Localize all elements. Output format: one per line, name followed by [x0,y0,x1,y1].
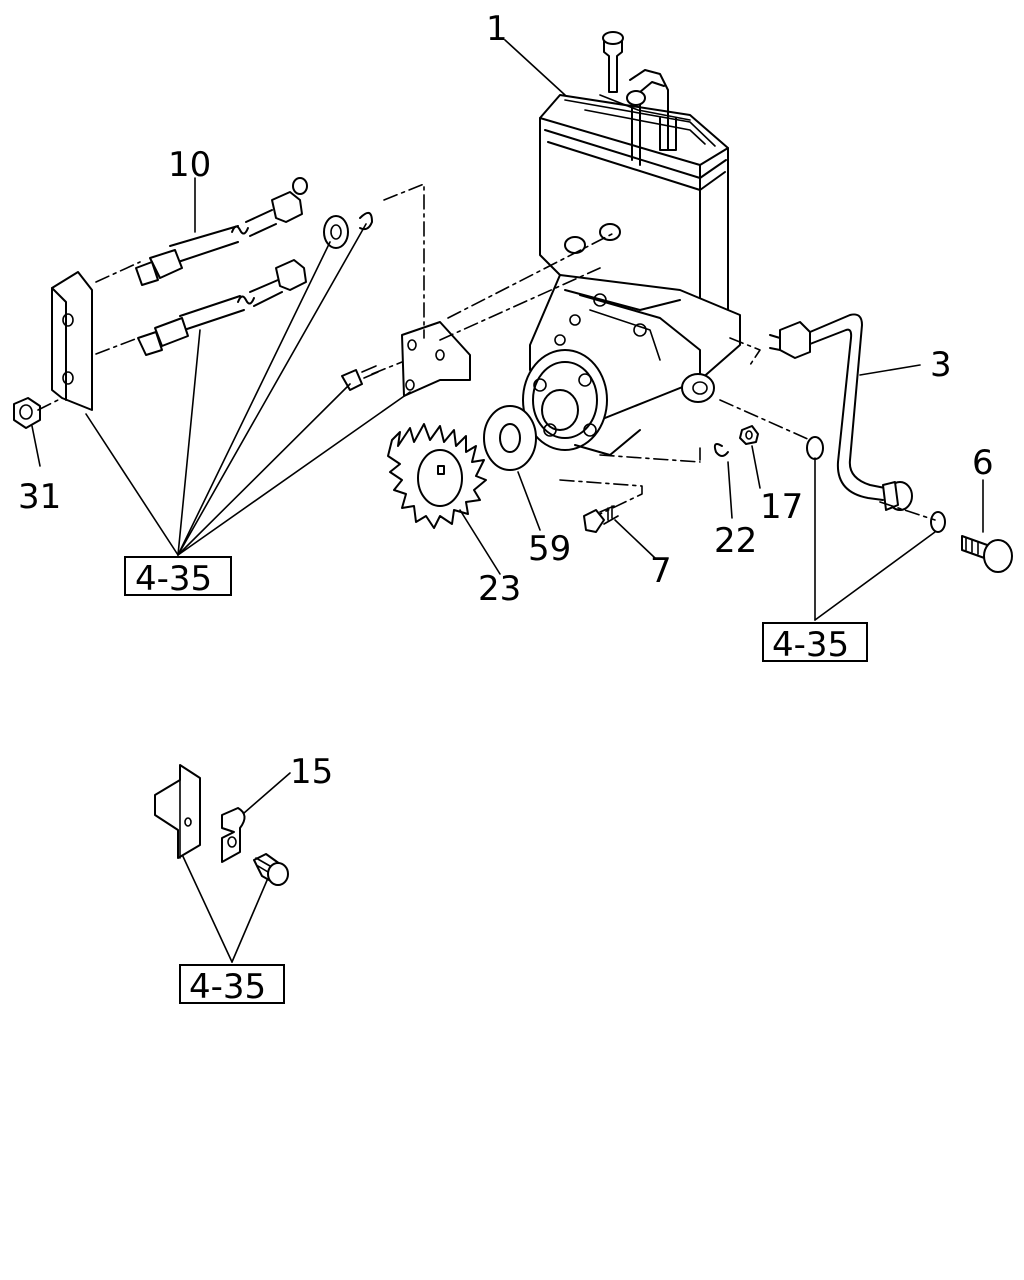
reference-box-c: 4-35 [179,964,285,1007]
eye-bolt [961,535,1013,573]
reference-label-a: 4-35 [135,559,212,599]
mounting-bolt [583,505,619,533]
callout-23: 23 [478,569,521,609]
callout-22: 22 [714,521,757,561]
reference-box-a: 4-35 [124,556,232,599]
fuel-pipe [769,313,946,533]
callout-6: 6 [972,443,994,483]
callout-10: 10 [168,145,211,185]
seal-washers [323,211,373,249]
assembly-guide-lines [37,183,936,521]
callout-1: 1 [486,9,508,49]
reference-label-b: 4-35 [772,625,849,665]
leader-lines [31,39,984,963]
drive-gear [387,423,487,529]
snap-ring-and-nut [713,425,759,457]
callout-15: 15 [290,752,333,792]
callout-17: 17 [760,487,803,527]
callout-7: 7 [650,551,672,591]
adapter-plate [341,321,471,397]
callout-3: 3 [930,345,952,385]
reference-box-b: 4-35 [762,622,868,665]
reference-label-c: 4-35 [189,967,266,1007]
thrust-washer [483,405,537,471]
hose-assembly [135,177,308,356]
hex-nut [13,397,41,429]
callout-labels: 1 3 6 7 10 15 17 22 23 31 59 [18,9,994,792]
clamp-bracket-detail [154,764,289,886]
callout-31: 31 [18,477,61,517]
mounting-bracket-left [51,271,93,411]
injection-pump-assembly [522,31,741,456]
callout-59: 59 [528,529,571,569]
